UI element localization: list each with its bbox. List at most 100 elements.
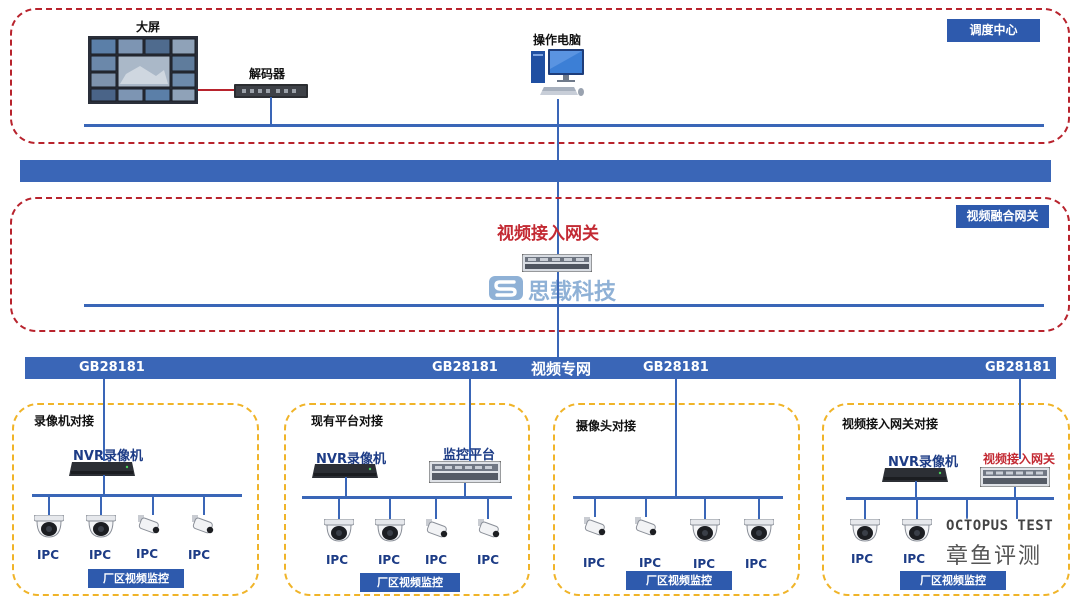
company-watermark: 思载科技 <box>528 280 617 305</box>
cam-link <box>487 499 489 519</box>
zone-camera <box>553 403 800 596</box>
zone-camera-footer: 厂区视频监控 <box>626 571 732 590</box>
cam-link <box>1016 500 1018 519</box>
dome-camera-icon <box>33 514 65 539</box>
gb28181-label-2: GB28181 <box>432 360 498 375</box>
dome-camera-icon <box>374 518 406 543</box>
gateway-title: 视频接入网关 <box>497 224 599 244</box>
ipc-label: IPC <box>424 553 448 567</box>
ipc-label: IPC <box>187 548 211 562</box>
company-logo-icon <box>489 276 523 300</box>
dome-camera-icon <box>323 518 355 543</box>
backbone-to-gateway-link <box>557 182 559 257</box>
dispatch-to-backbone-link <box>557 126 559 160</box>
decoder-label: 解码器 <box>249 67 286 81</box>
zone-nvr-bus <box>32 494 242 497</box>
overlay-watermark-en: OCTOPUS TEST <box>946 518 1054 534</box>
overlay-watermark-cn: 章鱼评测 <box>946 544 1043 569</box>
ipc-label: IPC <box>377 553 401 567</box>
ipc-label: IPC <box>850 552 874 566</box>
zone-gateway-nvr-drop <box>915 481 917 498</box>
gateway-lan-bus <box>84 304 1044 307</box>
ipc-label: IPC <box>36 548 60 562</box>
zone-gateway-uplink <box>1019 379 1021 459</box>
cam-link <box>704 499 706 519</box>
cam-link <box>48 497 50 515</box>
monitoring-platform-server-icon <box>428 460 502 484</box>
cam-link <box>966 500 968 519</box>
zone-camera-bus <box>573 496 783 499</box>
cam-link <box>203 497 205 515</box>
video-private-network-bar <box>25 357 1056 379</box>
ipc-label: IPC <box>325 553 349 567</box>
bullet-camera-icon <box>136 515 162 537</box>
dome-camera-icon <box>849 518 881 543</box>
gb28181-label-4: GB28181 <box>985 360 1051 375</box>
zone-nvr <box>12 403 259 596</box>
zone-camera-title: 摄像头对接 <box>576 419 637 433</box>
cam-link <box>645 499 647 517</box>
dome-camera-icon <box>85 514 117 539</box>
ipc-label: IPC <box>744 557 768 571</box>
fusion-gateway-zone <box>10 197 1070 332</box>
big-screen-label: 大屏 <box>136 20 161 34</box>
big-screen-icon <box>88 36 198 104</box>
fusion-gateway-tag: 视频融合网关 <box>956 205 1049 228</box>
ipc-label: IPC <box>135 547 159 561</box>
bullet-camera-icon <box>424 519 450 541</box>
bullet-camera-icon <box>633 517 659 539</box>
zone-gateway-footer: 厂区视频监控 <box>900 571 1006 590</box>
zone-gateway-device-label: 视频接入网关 <box>983 452 1056 466</box>
cam-link <box>435 499 437 519</box>
zone-nvr-footer: 厂区视频监控 <box>88 569 184 588</box>
bullet-camera-icon <box>476 519 502 541</box>
zone-nvr-device-label: NVR录像机 <box>73 449 143 464</box>
ipc-label: IPC <box>476 553 500 567</box>
dispatch-center-zone <box>10 8 1070 144</box>
cam-link <box>152 497 154 515</box>
gb28181-label-1: GB28181 <box>79 360 145 375</box>
ipc-label: IPC <box>582 556 606 570</box>
dispatch-center-tag: 调度中心 <box>947 19 1040 42</box>
screen-decoder-link <box>198 89 238 91</box>
zone-platform-footer: 厂区视频监控 <box>360 573 460 592</box>
ipc-label: IPC <box>692 557 716 571</box>
cam-link <box>916 500 918 519</box>
cam-link <box>864 500 866 519</box>
zone-gateway-device-drop <box>1014 487 1016 498</box>
pc-uplink <box>557 99 559 124</box>
zone-platform-uplink <box>469 379 471 464</box>
pc-label: 操作电脑 <box>533 33 582 47</box>
ipc-label: IPC <box>88 548 112 562</box>
zone-platform <box>284 403 530 596</box>
cam-link <box>338 499 340 519</box>
dispatch-lan-bus <box>84 124 1044 127</box>
decoder-uplink <box>270 97 272 124</box>
nvr-recorder-icon <box>882 467 948 482</box>
cam-link <box>100 497 102 515</box>
zone-nvr-title: 录像机对接 <box>34 414 95 428</box>
pc-icon <box>530 47 586 99</box>
zone-platform-nvr-label: NVR录像机 <box>316 452 386 467</box>
decoder-icon <box>234 83 308 98</box>
zone-platform-bus <box>302 496 512 499</box>
zone-platform-monitor-label: 监控平台 <box>443 448 496 463</box>
ipc-label: IPC <box>638 556 662 570</box>
zone-nvr-drop <box>103 475 105 495</box>
backbone-bar <box>20 160 1051 182</box>
gateway-to-private-net-link <box>557 272 559 357</box>
nvr-recorder-icon <box>312 463 378 478</box>
ipc-label: IPC <box>902 552 926 566</box>
access-gateway-server-icon <box>979 466 1051 488</box>
gb28181-label-3: GB28181 <box>643 360 709 375</box>
cam-link <box>594 499 596 517</box>
zone-platform-nvr-drop <box>345 477 347 497</box>
dome-camera-icon <box>689 518 721 543</box>
zone-camera-uplink <box>675 379 677 497</box>
gateway-server-icon <box>521 253 593 273</box>
zone-platform-title: 现有平台对接 <box>311 414 384 428</box>
zone-platform-monitor-drop <box>464 483 466 497</box>
nvr-recorder-icon <box>69 461 135 476</box>
bullet-camera-icon <box>582 517 608 539</box>
cam-link <box>758 499 760 519</box>
